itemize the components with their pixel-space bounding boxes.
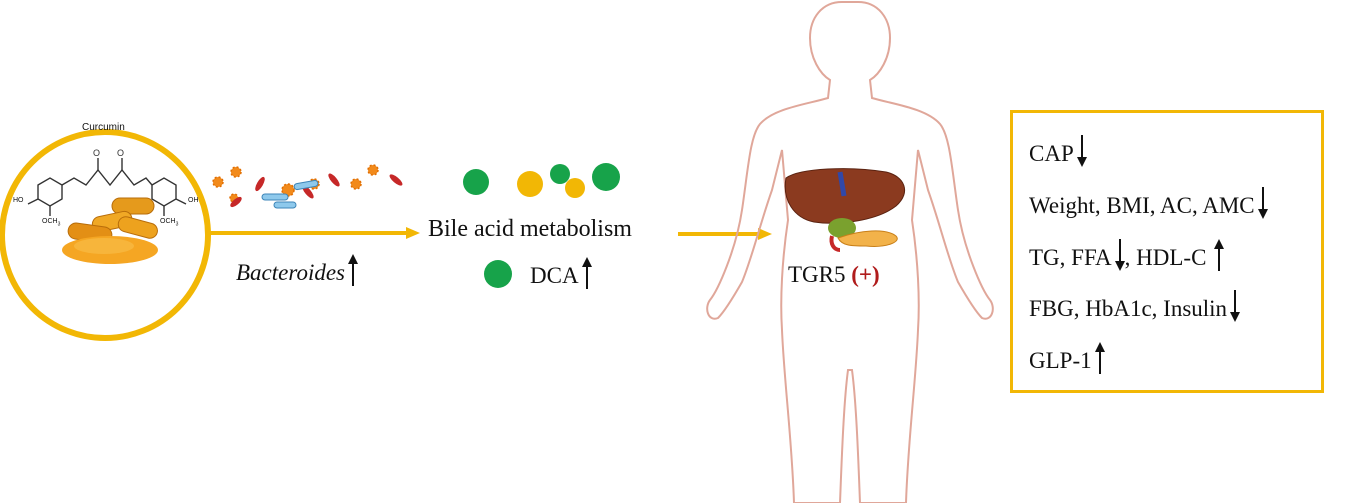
decrease-arrow-icon [1076,135,1087,167]
increase-arrow-icon [581,257,592,289]
outcome-cap: CAP [1029,135,1087,167]
curcumin-och-left: OCH3 [42,218,61,228]
outcome-weight: Weight, BMI, AC, AMC [1029,187,1268,219]
tgr5-effect: (+) [851,262,880,287]
flow-arrow-2 [678,228,772,240]
outcome-lipids: TG, FFA, HDL-C [1029,239,1225,271]
gallbladder-icon [828,218,856,238]
decrease-arrow-icon [1257,187,1268,219]
bacteroides-label: Bacteroides [236,254,359,286]
increase-arrow-icon [1214,239,1225,271]
dca-label: DCA [530,257,592,289]
liver-icon [784,168,906,224]
increase-arrow-icon [348,254,359,286]
human-body-outline [706,1,994,503]
outcomes-box: CAP Weight, BMI, AC, AMC TG, FFA, HDL-C … [1010,110,1324,393]
bile-acid-label: Bile acid metabolism [428,216,632,242]
curcumin-ho-left: HO [13,197,24,204]
dca-dot-icon [484,260,512,288]
increase-arrow-icon [1094,342,1105,374]
bile-acid-dots [463,163,620,198]
curcumin-oh-right: OH [188,197,199,204]
svg-text:O: O [117,148,124,158]
dca-text: DCA [530,263,579,288]
tgr5-label: TGR5 (+) [788,262,880,288]
curcumin-title: Curcumin [82,122,125,133]
tgr5-text: TGR5 [788,262,846,287]
decrease-arrow-icon [1230,290,1241,322]
curcumin-och-right: OCH3 [160,218,179,228]
svg-text:O: O [93,148,100,158]
capsules [67,197,158,244]
curcumin-illustration: O O [0,129,211,341]
decrease-arrow-icon [1114,239,1125,271]
curcumin-panel: O O Curcumin HO OH OCH3 OCH3 [0,110,212,360]
bacteria-cluster [212,164,403,209]
curcumin-structure [27,158,187,216]
pancreas-icon [837,230,898,247]
outcome-glp1: GLP-1 [1029,342,1105,374]
outcome-glucose: FBG, HbA1c, Insulin [1029,290,1241,322]
flow-arrow-1 [206,227,420,239]
bacteroides-text: Bacteroides [236,260,346,285]
